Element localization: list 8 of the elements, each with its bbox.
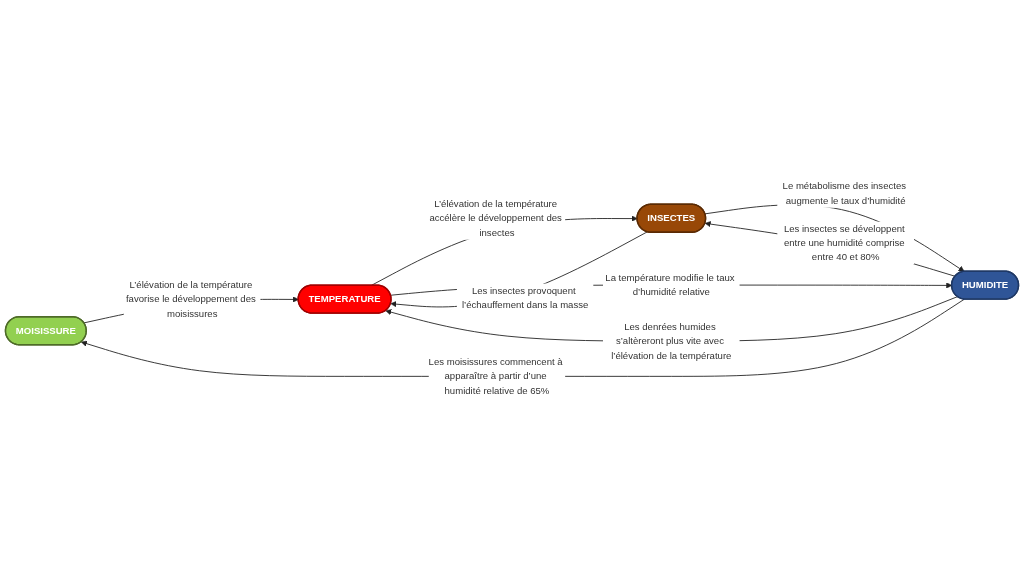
edge-label: Les insectes se développent entre une humidité comprise entre 40 et 80%: [783, 222, 905, 263]
edge-label: La température modifie le taux d’humidité relative: [605, 272, 735, 298]
edge-label: Les insectes provoquent l’échauffement dans la masse: [461, 284, 589, 311]
edge-label: L’élévation de la température favorise le développement des moisissures: [125, 278, 256, 319]
edge-label: Les moisissures commencent à apparaître à partir d’une humidité relative de 65%: [428, 356, 563, 396]
edge-label: Les denrées humides s’altèreront plus vite avec l’élévation de la température: [611, 320, 732, 361]
edge-label: L’élévation de la température accélère le développement des insectes: [429, 198, 562, 238]
edge-label: Le métabolisme des insectes augmente le taux d’humidité: [782, 180, 907, 206]
